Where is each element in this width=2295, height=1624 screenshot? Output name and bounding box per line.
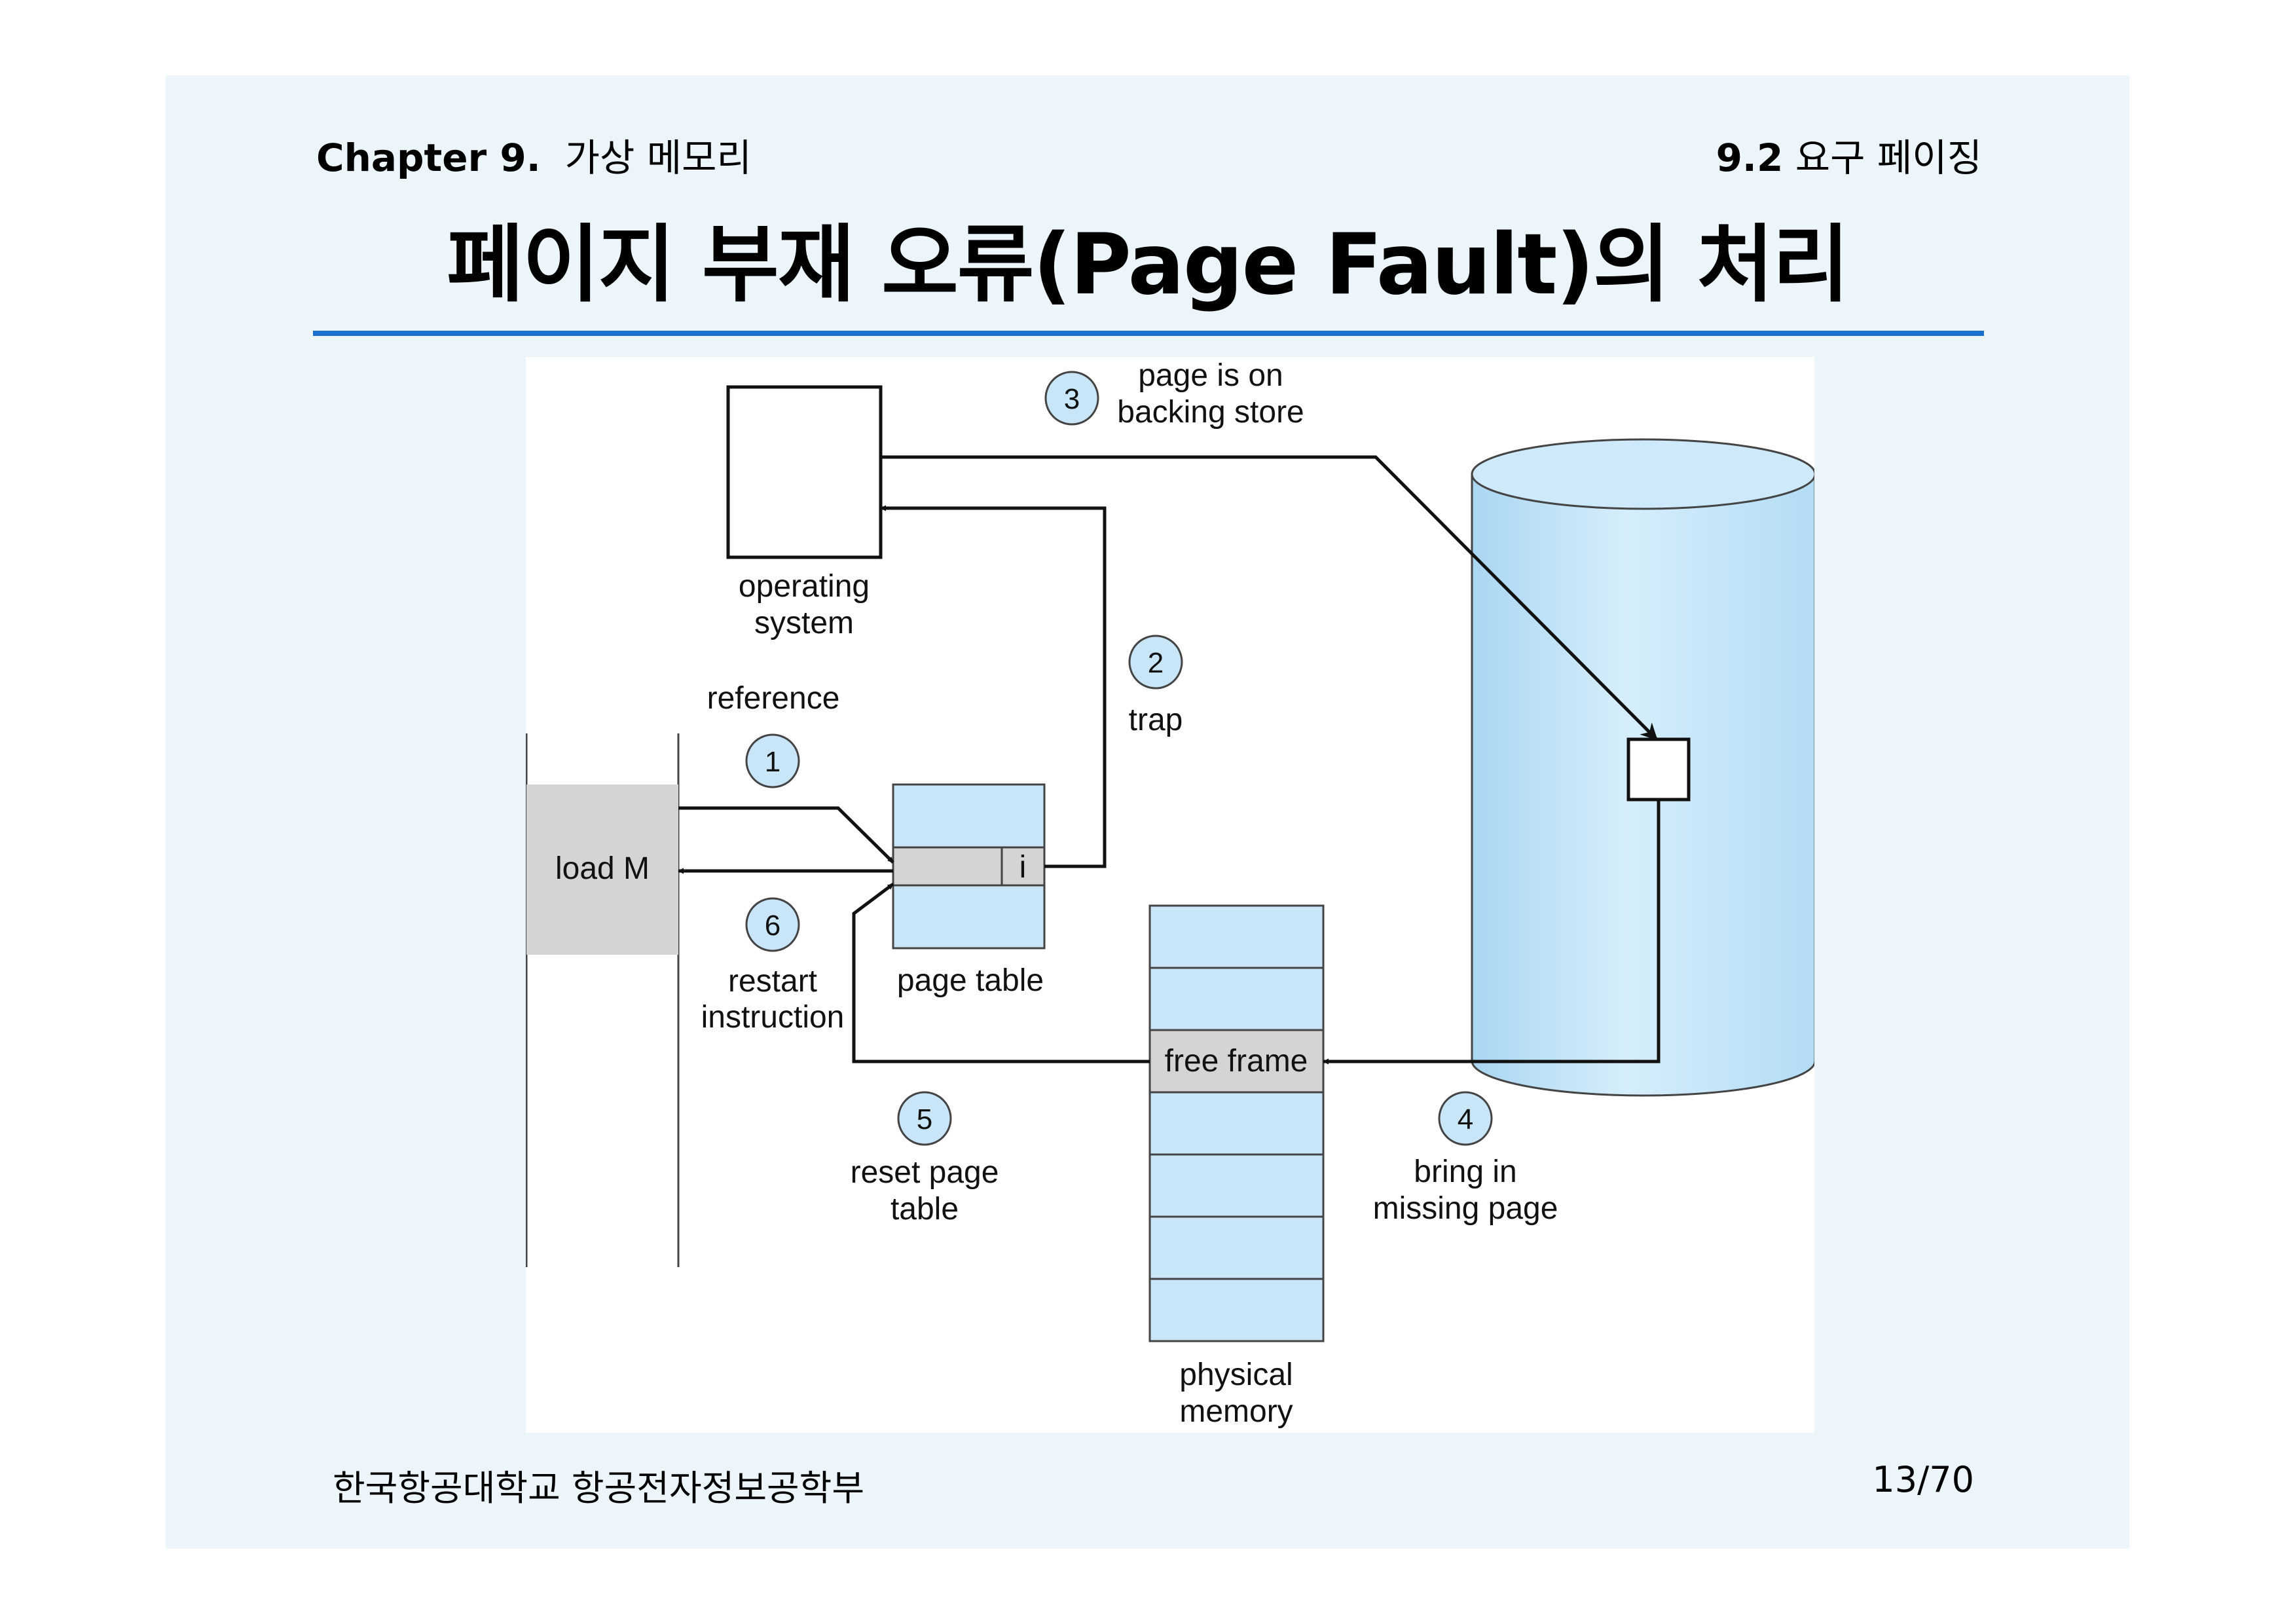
step-5-label-line-1: reset page — [851, 1155, 999, 1190]
step-3-number: 3 — [1064, 383, 1080, 415]
step-4-badge: 4 — [1438, 1091, 1493, 1146]
chapter-title: 가상 메모리 — [564, 136, 752, 180]
physical-memory-label-line-2: memory — [1179, 1394, 1293, 1429]
step-2-number: 2 — [1148, 647, 1164, 679]
step-4-number: 4 — [1458, 1103, 1473, 1135]
section-header: 9.2 요구 페이징 — [1716, 127, 1982, 182]
step-2-badge: 2 — [1128, 635, 1183, 690]
step-6-label-line-1: restart — [728, 964, 817, 999]
missing-page-box — [1626, 737, 1691, 802]
step-6-label-line-2: instruction — [701, 1000, 845, 1035]
step-4-label-line-1: bring in — [1414, 1154, 1516, 1189]
os-label-line-1: operating — [739, 569, 870, 604]
section-title: 요구 페이징 — [1795, 136, 1982, 180]
reference-label: reference — [707, 681, 840, 716]
step-1-badge: 1 — [745, 733, 800, 788]
free-frame-label: free frame — [1165, 1044, 1308, 1079]
step-6-badge: 6 — [745, 897, 800, 952]
instruction-box — [526, 784, 678, 955]
section-number: 9.2 — [1716, 136, 1784, 180]
title-divider — [313, 331, 1984, 336]
step-4-label-line-2: missing page — [1373, 1191, 1558, 1226]
os-label-line-2: system — [754, 606, 854, 640]
page-table-top — [892, 783, 1046, 849]
step-5-badge: 5 — [897, 1091, 952, 1146]
step-1-number: 1 — [765, 746, 780, 778]
arrow-reference — [678, 806, 894, 864]
arrow-bring-in — [1323, 800, 1661, 1065]
arrow-trap — [880, 505, 1107, 868]
step-5-number: 5 — [917, 1103, 932, 1135]
page-title: 페이지 부재 오류(Page Fault)의 처리 — [447, 216, 1850, 314]
footer-school: 한국항공대학교 항공전자정보공학부 — [333, 1467, 865, 1509]
chapter-number: Chapter 9. — [316, 136, 541, 180]
page-table-bottom — [892, 884, 1046, 950]
page-table-label: page table — [897, 963, 1044, 998]
invalid-bit: i — [1019, 850, 1027, 885]
physical-memory — [1148, 904, 1325, 1342]
step-3-label-line-2: backing store — [1117, 395, 1304, 430]
chapter-header: Chapter 9. 가상 메모리 — [316, 127, 752, 182]
physical-memory-label-line-1: physical — [1179, 1357, 1293, 1392]
step-3-label-line-1: page is on — [1138, 358, 1283, 393]
arrow-reset-page-table — [852, 883, 1150, 1063]
step-5-label-line-2: table — [890, 1192, 959, 1227]
step-2-label: trap — [1129, 703, 1183, 737]
arrow-backing-store — [881, 455, 1658, 741]
page-fault-diagram: operating system load M reference i page… — [526, 357, 1814, 1433]
step-6-number: 6 — [765, 910, 780, 942]
step-3-badge: 3 — [1044, 371, 1099, 426]
instruction-label: load M — [555, 851, 650, 886]
operating-system-box — [726, 385, 883, 559]
footer-page-number: 13/70 — [1872, 1459, 1974, 1500]
